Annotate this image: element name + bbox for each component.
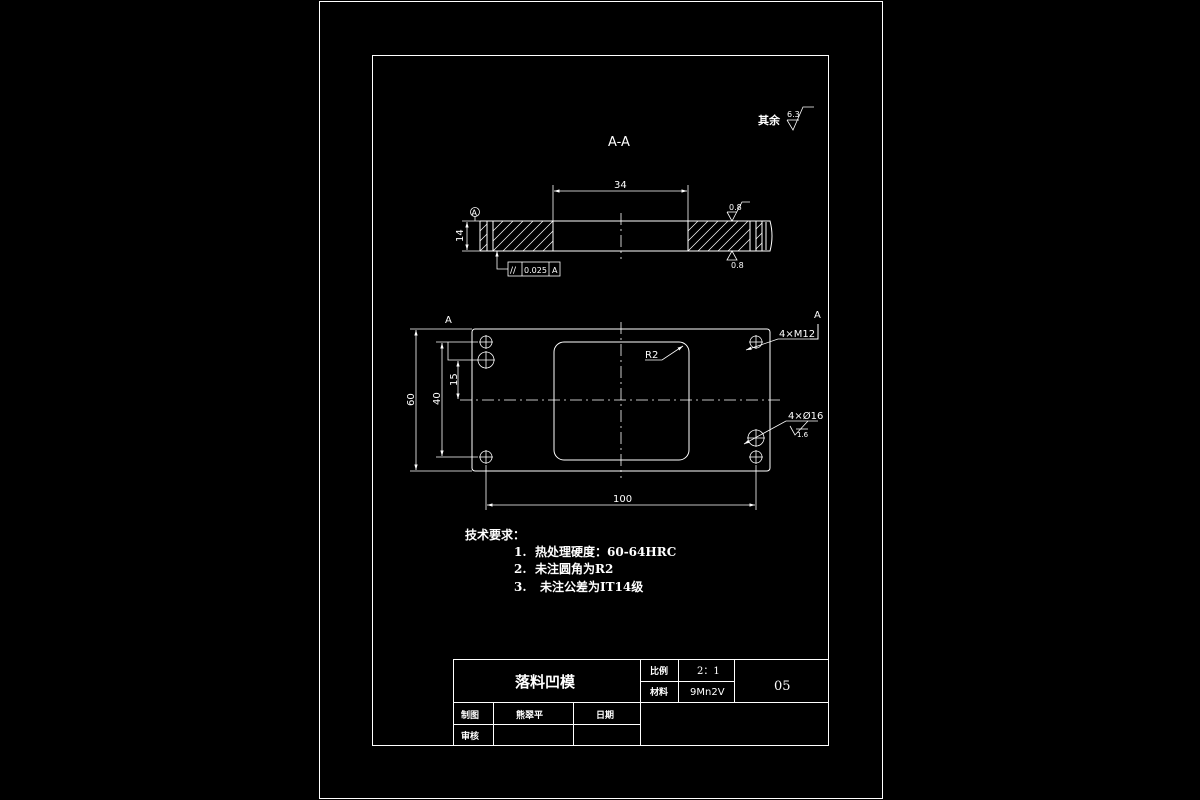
tech-item-1-num: 1. <box>514 545 527 559</box>
scale-label: 比例 <box>650 665 668 677</box>
roughness-symbol-icon <box>786 106 814 131</box>
through-hole-tl <box>477 351 495 369</box>
date-label: 日期 <box>596 709 614 721</box>
roughness-bottom-icon <box>726 250 738 261</box>
through-holes-callout: 4×Ø16 <box>788 410 823 422</box>
tech-item-2-num: 2. <box>514 562 527 576</box>
tech-item-3-text: 未注公差为IT14级 <box>539 579 643 594</box>
material-value: 9Mn2V <box>690 687 725 698</box>
section-view-a-a: A-A 34 <box>455 135 773 277</box>
threaded-holes-callout: 4×M12 <box>779 329 815 340</box>
datum-circle-letter: A <box>472 209 478 218</box>
tech-item-3-num: 3. <box>514 580 527 594</box>
tech-item-1-text: 热处理硬度：60-64HRC <box>535 544 676 559</box>
section-hatch-left <box>492 220 554 252</box>
plan-view: R2 4×M12 A A 4×Ø16 1.6 60 40 15 100 <box>406 310 823 510</box>
threaded-holes-leader <box>745 338 810 351</box>
dim-text-40: 40 <box>432 392 443 405</box>
radius-label: R2 <box>645 350 658 361</box>
radius-leader <box>645 345 684 361</box>
threaded-hole-tl <box>479 335 493 349</box>
tolerance-value: 0.025 <box>524 266 547 275</box>
parallelism-tolerance-frame: // 0.025 A <box>507 261 561 277</box>
dim-text-14: 14 <box>455 229 466 242</box>
die-opening <box>553 341 690 461</box>
surface-finish-note: 其余 6.3 <box>758 106 814 131</box>
through-holes-leader <box>743 420 818 445</box>
roughness-top-icon <box>726 201 750 222</box>
dim-text-100: 100 <box>613 494 632 505</box>
roughness-hole-icon <box>789 420 809 436</box>
surface-finish-label: 其余 <box>758 113 781 127</box>
section-label: A-A <box>608 135 630 150</box>
title-block: 落料凹模 比例 2：1 材料 9Mn2V 05 制图 熊翠平 日期 审核 <box>453 659 829 746</box>
checked-by-label: 审核 <box>461 730 479 742</box>
surface-finish-top-value: 0.8 <box>729 203 742 212</box>
material-label: 材料 <box>649 686 668 698</box>
section-indicator-right: A <box>814 310 821 321</box>
tolerance-datum: A <box>552 266 558 275</box>
threaded-hole-bl <box>479 450 493 464</box>
section-indicator-left: A <box>445 315 452 326</box>
part-name: 落料凹模 <box>515 673 576 691</box>
tech-item-2-text: 未注圆角为R2 <box>534 561 613 576</box>
threaded-hole-br <box>749 450 763 464</box>
scale-value: 2：1 <box>697 666 720 677</box>
surface-finish-hole-value: 1.6 <box>797 431 809 439</box>
drawn-by-name: 熊翠平 <box>516 709 543 721</box>
surface-finish-bottom-value: 0.8 <box>731 261 744 270</box>
dim-text-34: 34 <box>614 180 627 191</box>
technical-requirements: 技术要求： 1. 热处理硬度：60-64HRC 2. 未注圆角为R2 3. 未注… <box>465 527 676 594</box>
surface-finish-general-value: 6.3 <box>787 110 800 119</box>
tech-heading: 技术要求： <box>465 527 525 542</box>
parallelism-icon: // <box>510 266 517 276</box>
dim-text-60: 60 <box>406 393 417 406</box>
drawing-number: 05 <box>774 679 791 694</box>
outer-sheet-border <box>319 1 883 799</box>
drawn-by-label: 制图 <box>461 709 479 721</box>
through-hole-br <box>747 429 765 447</box>
dim-text-15: 15 <box>449 373 460 386</box>
section-hatch-right <box>687 220 751 252</box>
